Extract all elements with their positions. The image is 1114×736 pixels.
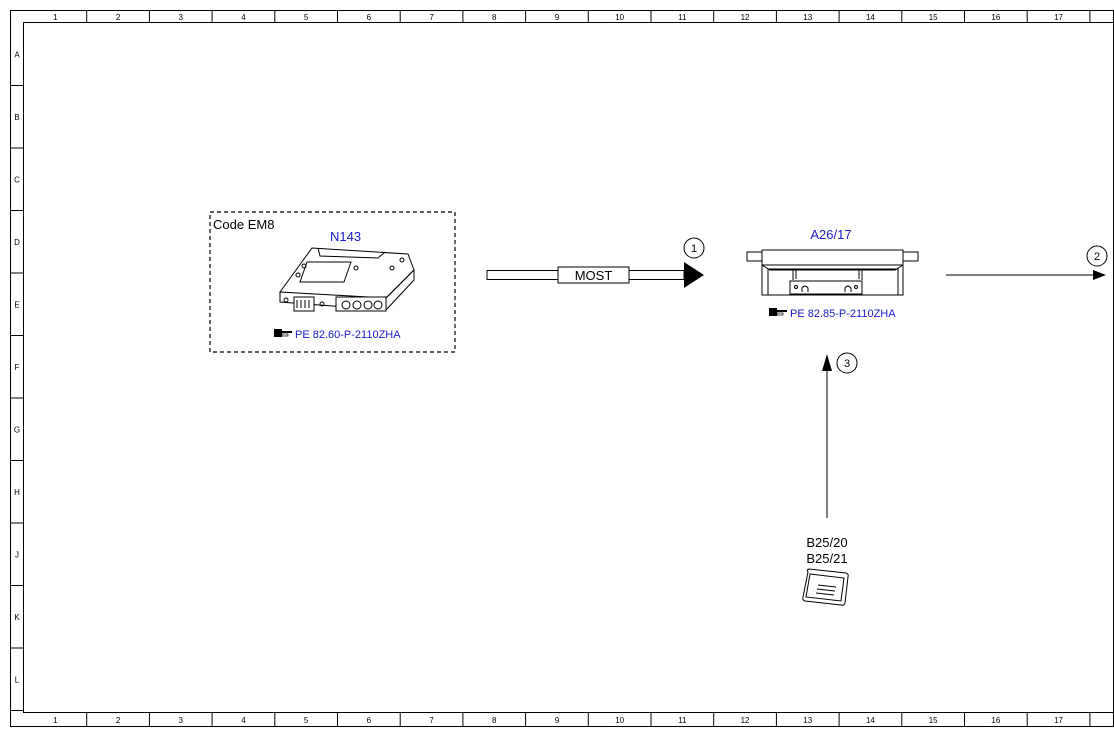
column-label-top: 6 xyxy=(367,13,372,22)
column-label-top: 9 xyxy=(555,13,560,22)
column-label-bottom: 15 xyxy=(929,716,938,725)
left-row-ruler: A B C D E F G H J K L xyxy=(11,50,24,711)
column-label-bottom: 13 xyxy=(803,716,812,725)
column-label-bottom: 6 xyxy=(367,716,372,725)
column-label-bottom: 4 xyxy=(241,716,246,725)
pointing-hand-icon xyxy=(274,329,292,337)
column-label-top: 14 xyxy=(866,13,875,22)
column-label-bottom: 8 xyxy=(492,716,497,725)
sensor-id-line1[interactable]: B25/20 xyxy=(806,535,847,550)
column-label-top: 5 xyxy=(304,13,309,22)
output-arrow xyxy=(946,270,1106,280)
column-label-bottom: 2 xyxy=(116,716,121,725)
marker-3-label: 3 xyxy=(844,358,850,370)
row-label: C xyxy=(14,175,20,184)
column-label-top: 13 xyxy=(803,13,812,22)
marker-1-label: 1 xyxy=(691,243,697,255)
column-label-top: 17 xyxy=(1054,13,1063,22)
row-label: D xyxy=(14,238,20,247)
column-label-bottom: 16 xyxy=(991,716,1000,725)
column-label-bottom: 11 xyxy=(678,716,687,725)
reference-a26-17[interactable]: PE 82.85-P-2110ZHA xyxy=(790,308,896,320)
row-label: F xyxy=(15,363,20,372)
row-label: H xyxy=(14,488,20,497)
option-box-dashed-border xyxy=(209,211,456,353)
row-label: L xyxy=(15,675,20,684)
column-label-top: 3 xyxy=(179,13,184,22)
column-label-bottom: 12 xyxy=(741,716,750,725)
reference-n143[interactable]: PE 82.60-P-2110ZHA xyxy=(295,329,401,341)
column-label-top: 2 xyxy=(116,13,121,22)
component-id-a26-17[interactable]: A26/17 xyxy=(810,227,851,242)
column-label-top: 12 xyxy=(741,13,750,22)
row-label: E xyxy=(14,300,19,309)
option-box-em8: Code EM8 N143 xyxy=(209,211,456,353)
most-bus-arrow: MOST xyxy=(486,262,704,288)
row-label: B xyxy=(14,113,19,122)
sensor-drawing xyxy=(802,568,849,606)
row-label: K xyxy=(14,613,20,622)
column-label-bottom: 17 xyxy=(1054,716,1063,725)
marker-2-label: 2 xyxy=(1094,251,1100,263)
column-label-bottom: 9 xyxy=(555,716,560,725)
most-label-box xyxy=(557,266,630,284)
sensor-input-arrow xyxy=(822,354,832,518)
column-label-bottom: 7 xyxy=(429,716,434,725)
column-label-top: 10 xyxy=(615,13,624,22)
module-n143-drawing xyxy=(279,247,415,312)
most-bus-arrowhead xyxy=(684,262,704,288)
column-label-bottom: 3 xyxy=(179,716,184,725)
column-label-bottom: 14 xyxy=(866,716,875,725)
column-label-top: 8 xyxy=(492,13,497,22)
most-label: MOST xyxy=(575,268,613,283)
column-label-top: 16 xyxy=(991,13,1000,22)
pointing-hand-icon xyxy=(769,308,787,316)
column-label-top: 15 xyxy=(929,13,938,22)
column-label-bottom: 1 xyxy=(53,716,58,725)
column-label-top: 4 xyxy=(241,13,246,22)
sensor-id-line2[interactable]: B25/21 xyxy=(806,551,847,566)
column-label-top: 1 xyxy=(53,13,58,22)
row-label: J xyxy=(15,550,19,559)
diagram-frame xyxy=(10,10,1114,727)
option-code-label: Code EM8 xyxy=(213,217,274,232)
marker-3: 3 xyxy=(836,352,858,374)
column-label-top: 11 xyxy=(678,13,687,22)
component-id-n143[interactable]: N143 xyxy=(330,229,361,244)
drawing-area-border xyxy=(23,22,1114,713)
control-unit-a26-17: A26/17 PE 82.85-P-2110ZHA xyxy=(746,227,919,320)
row-label: G xyxy=(14,425,20,434)
row-label: A xyxy=(14,50,20,59)
marker-2: 2 xyxy=(1086,245,1108,267)
column-label-bottom: 10 xyxy=(615,716,624,725)
column-label-top: 7 xyxy=(429,13,434,22)
control-unit-drawing xyxy=(746,249,919,296)
marker-1: 1 xyxy=(683,237,705,259)
column-label-bottom: 5 xyxy=(304,716,309,725)
